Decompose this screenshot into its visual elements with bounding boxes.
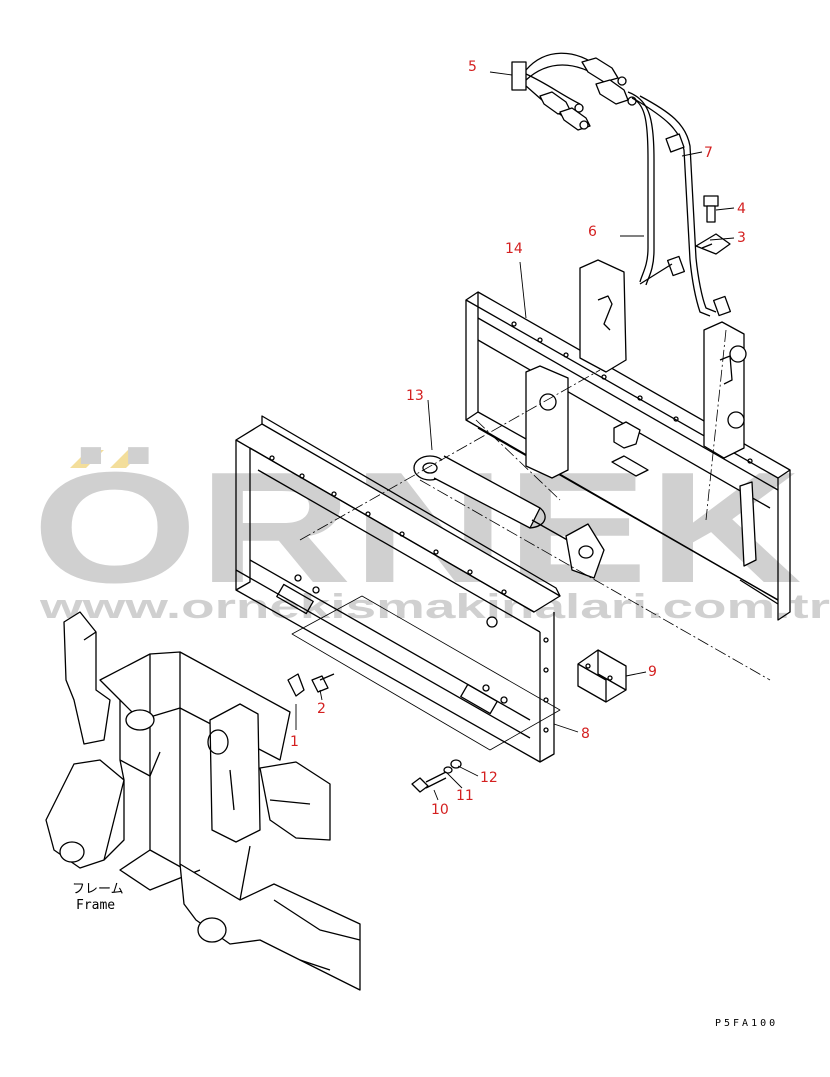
callout-1: 1: [290, 734, 299, 750]
callout-12: 12: [480, 770, 498, 786]
callout-leaders: [295, 71, 735, 801]
watermark-accent-left: [70, 450, 104, 468]
callout-4: 4: [737, 201, 746, 217]
frame-label-jp: フレーム: [72, 882, 124, 897]
centerlines: [299, 329, 771, 681]
callout-14: 14: [505, 241, 523, 257]
pipes: [627, 91, 732, 317]
frame-label-en: Frame: [76, 898, 115, 913]
watermark-url: www.ornekismakinalari.com.tr: [38, 588, 830, 626]
callout-7: 7: [704, 145, 713, 161]
hardware: [287, 673, 462, 793]
pad: [577, 649, 627, 703]
callout-11: 11: [456, 788, 474, 804]
front-carriage-frame: [235, 415, 561, 763]
callouts: 5 7 4 6 3 14 13 9 2 1 8 12 11 10: [290, 59, 746, 818]
frame-label: フレーム Frame: [72, 882, 124, 913]
callout-13: 13: [406, 388, 424, 404]
fitting-and-clamp: [695, 195, 731, 255]
callout-6: 6: [588, 224, 597, 240]
callout-2: 2: [317, 701, 326, 717]
callout-9: 9: [648, 664, 657, 680]
watermark-accent-right: [110, 450, 144, 468]
callout-3: 3: [737, 230, 746, 246]
drawing-code: P5FA100: [715, 1018, 778, 1029]
hose-assembly: [511, 52, 637, 131]
truck-frame: [45, 611, 361, 991]
line-art: [45, 52, 791, 991]
callout-5: 5: [468, 59, 477, 75]
hydraulic-cylinder: [413, 455, 605, 579]
callout-10: 10: [431, 802, 449, 818]
callout-8: 8: [581, 726, 590, 742]
